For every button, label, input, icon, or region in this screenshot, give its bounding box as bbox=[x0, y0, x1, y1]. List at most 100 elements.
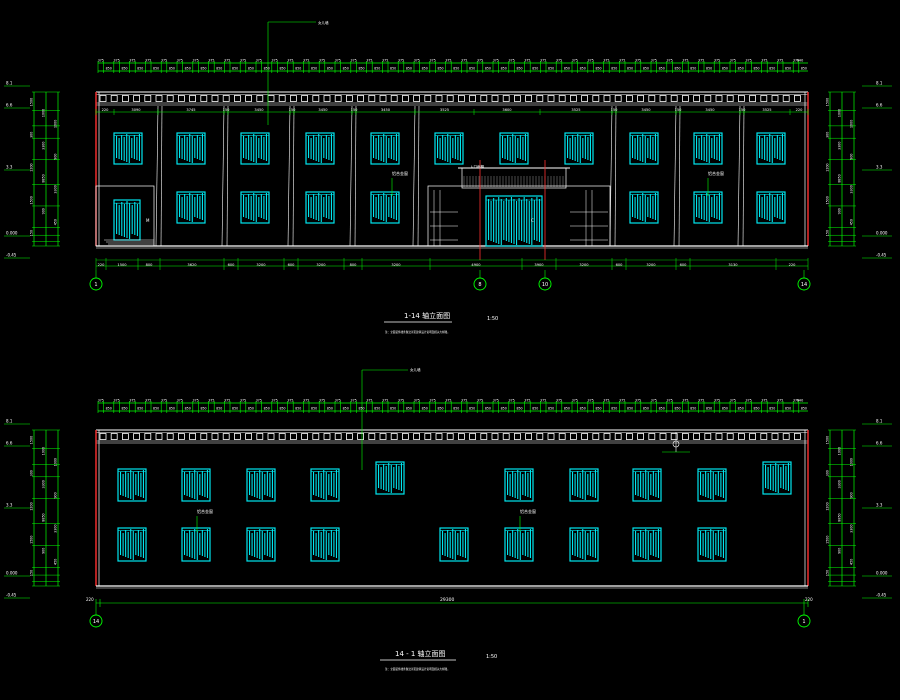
parapet-crenel bbox=[771, 433, 779, 440]
dim-text: 220 bbox=[796, 108, 804, 112]
parapet-crenel bbox=[782, 95, 790, 102]
dim-text: 850 bbox=[643, 67, 649, 71]
vert-dim-text: 3300 bbox=[42, 480, 46, 488]
parapet-crenel bbox=[502, 433, 510, 440]
window bbox=[629, 191, 659, 224]
vert-dim-text: 150 bbox=[30, 570, 34, 576]
parapet-crenel bbox=[144, 95, 152, 102]
parapet-crenel bbox=[525, 95, 532, 102]
dim-text: 850 bbox=[169, 67, 175, 71]
window bbox=[310, 527, 340, 562]
dim-text: 850 bbox=[295, 67, 301, 71]
level-text: 0.000 bbox=[6, 571, 18, 576]
vert-dim-text: 1000 bbox=[838, 447, 842, 455]
window-frame bbox=[370, 191, 400, 224]
dim-text: 850 bbox=[769, 67, 775, 71]
parapet-crenel bbox=[457, 95, 465, 102]
axis-bubble: 1 bbox=[797, 607, 811, 628]
dim-text: 375 bbox=[224, 399, 230, 403]
dim-text: 375 bbox=[619, 399, 625, 403]
window-frame bbox=[181, 527, 211, 562]
left-level-marks: 1500100010003003300900120088503300150090… bbox=[4, 81, 60, 259]
dim-text: 375 bbox=[445, 399, 451, 403]
window bbox=[756, 132, 786, 165]
parapet-crenel bbox=[155, 95, 163, 102]
parapet-crenel bbox=[536, 95, 544, 102]
dim-text: 850 bbox=[216, 67, 222, 71]
dim-text: 850 bbox=[279, 407, 285, 411]
dim-text: 850 bbox=[722, 407, 728, 411]
window-frame bbox=[434, 132, 464, 165]
parapet-crenel bbox=[99, 433, 107, 440]
parapet-crenel bbox=[390, 95, 398, 102]
parapet-crenel bbox=[738, 433, 745, 440]
left-level-marks: 1500100010003003300900120088503300150090… bbox=[4, 419, 60, 599]
dim-text: 375 bbox=[572, 399, 578, 403]
dim-text: 375 bbox=[351, 59, 357, 63]
dim-text: 375 bbox=[524, 59, 530, 63]
dim-text: 3090 bbox=[131, 108, 141, 112]
dim-text: 850 bbox=[200, 407, 206, 411]
dim-text: 375 bbox=[114, 399, 120, 403]
dim-text: 850 bbox=[674, 407, 680, 411]
dim-text: 850 bbox=[406, 407, 412, 411]
dim-text: 850 bbox=[564, 407, 570, 411]
dim-text: 375 bbox=[477, 399, 483, 403]
parapet-crenel bbox=[245, 433, 253, 440]
window-frame bbox=[564, 132, 594, 165]
dim-text: 3200 bbox=[646, 263, 656, 267]
pilaster bbox=[678, 105, 681, 247]
parapet-crenel bbox=[233, 95, 241, 102]
window bbox=[504, 468, 534, 502]
dim-text: 375 bbox=[177, 399, 183, 403]
level-text: 6.6 bbox=[876, 441, 883, 446]
vert-dim-text: 900 bbox=[838, 208, 842, 214]
dim-text: 850 bbox=[611, 67, 617, 71]
axis-circle bbox=[797, 277, 811, 291]
dim-text: 150 bbox=[675, 108, 683, 112]
level-text: -0.45 bbox=[6, 593, 17, 598]
parapet-crenel bbox=[457, 433, 465, 440]
dim-text: 850 bbox=[216, 407, 222, 411]
window-frame bbox=[176, 132, 206, 165]
dim-text: 850 bbox=[501, 407, 507, 411]
dim-text: 4900 bbox=[471, 263, 481, 267]
vert-dim-text: 1200 bbox=[30, 502, 34, 510]
dim-text: 850 bbox=[153, 407, 159, 411]
parapet-crenel bbox=[794, 433, 801, 440]
window-frame bbox=[370, 132, 400, 165]
dim-text: 850 bbox=[706, 67, 712, 71]
dim-text: 850 bbox=[437, 407, 443, 411]
parapet-crenel bbox=[491, 95, 499, 102]
window-frame bbox=[756, 191, 786, 224]
parapet-crenel bbox=[289, 95, 297, 102]
dim-text: 375 bbox=[398, 59, 404, 63]
dim-text: 375 bbox=[145, 59, 151, 63]
parapet-crenel bbox=[189, 95, 197, 102]
dim-text: 375 bbox=[588, 399, 594, 403]
parapet-crenel bbox=[435, 95, 443, 102]
dim-text: 600 bbox=[680, 263, 688, 267]
dim-text: 375 bbox=[287, 399, 293, 403]
parapet-crenel bbox=[648, 95, 656, 102]
front-dimension-lines: 3758503758503758503758503758503758503758… bbox=[4, 59, 892, 323]
axis-circle bbox=[538, 277, 552, 291]
dim-text: 375 bbox=[129, 399, 135, 403]
window bbox=[485, 195, 543, 247]
dim-text: 375 bbox=[667, 59, 673, 63]
dim-text: 375 bbox=[682, 399, 688, 403]
parapet-crenel bbox=[659, 95, 667, 102]
window-frame bbox=[305, 132, 335, 165]
parapet-crenel bbox=[357, 95, 365, 102]
dim-text: 850 bbox=[248, 67, 254, 71]
dim-text: 3200 bbox=[256, 263, 266, 267]
level-text: -0.45 bbox=[876, 593, 887, 598]
dim-text: 850 bbox=[422, 67, 428, 71]
dim-text: 3450 bbox=[705, 108, 715, 112]
dim-text: 850 bbox=[738, 67, 744, 71]
parapet-crenel bbox=[469, 95, 477, 102]
parapet-crenel bbox=[626, 433, 633, 440]
window bbox=[569, 468, 599, 502]
window bbox=[762, 461, 792, 495]
